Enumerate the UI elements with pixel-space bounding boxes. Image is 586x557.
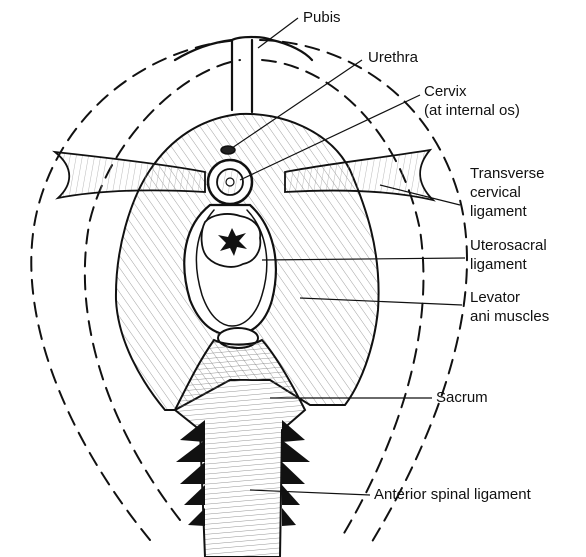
label-cervix-line2: (at internal os): [424, 102, 520, 119]
label-pubis: Pubis: [303, 9, 341, 26]
label-urethra: Urethra: [368, 49, 419, 66]
label-anterior-spinal: Anterior spinal ligament: [374, 486, 532, 503]
label-uterosacral-line2: ligament: [470, 256, 528, 273]
label-levator-line2: ani muscles: [470, 308, 549, 325]
label-sacrum: Sacrum: [436, 389, 488, 406]
label-transverse-line1: Transverse: [470, 165, 544, 182]
label-uterosacral-line1: Uterosacral: [470, 237, 547, 254]
label-transverse-line3: ligament: [470, 203, 528, 220]
label-cervix-line1: Cervix: [424, 83, 467, 100]
label-levator-line1: Levator: [470, 289, 520, 306]
cervix-os: [226, 178, 234, 186]
label-transverse-line2: cervical: [470, 184, 521, 201]
